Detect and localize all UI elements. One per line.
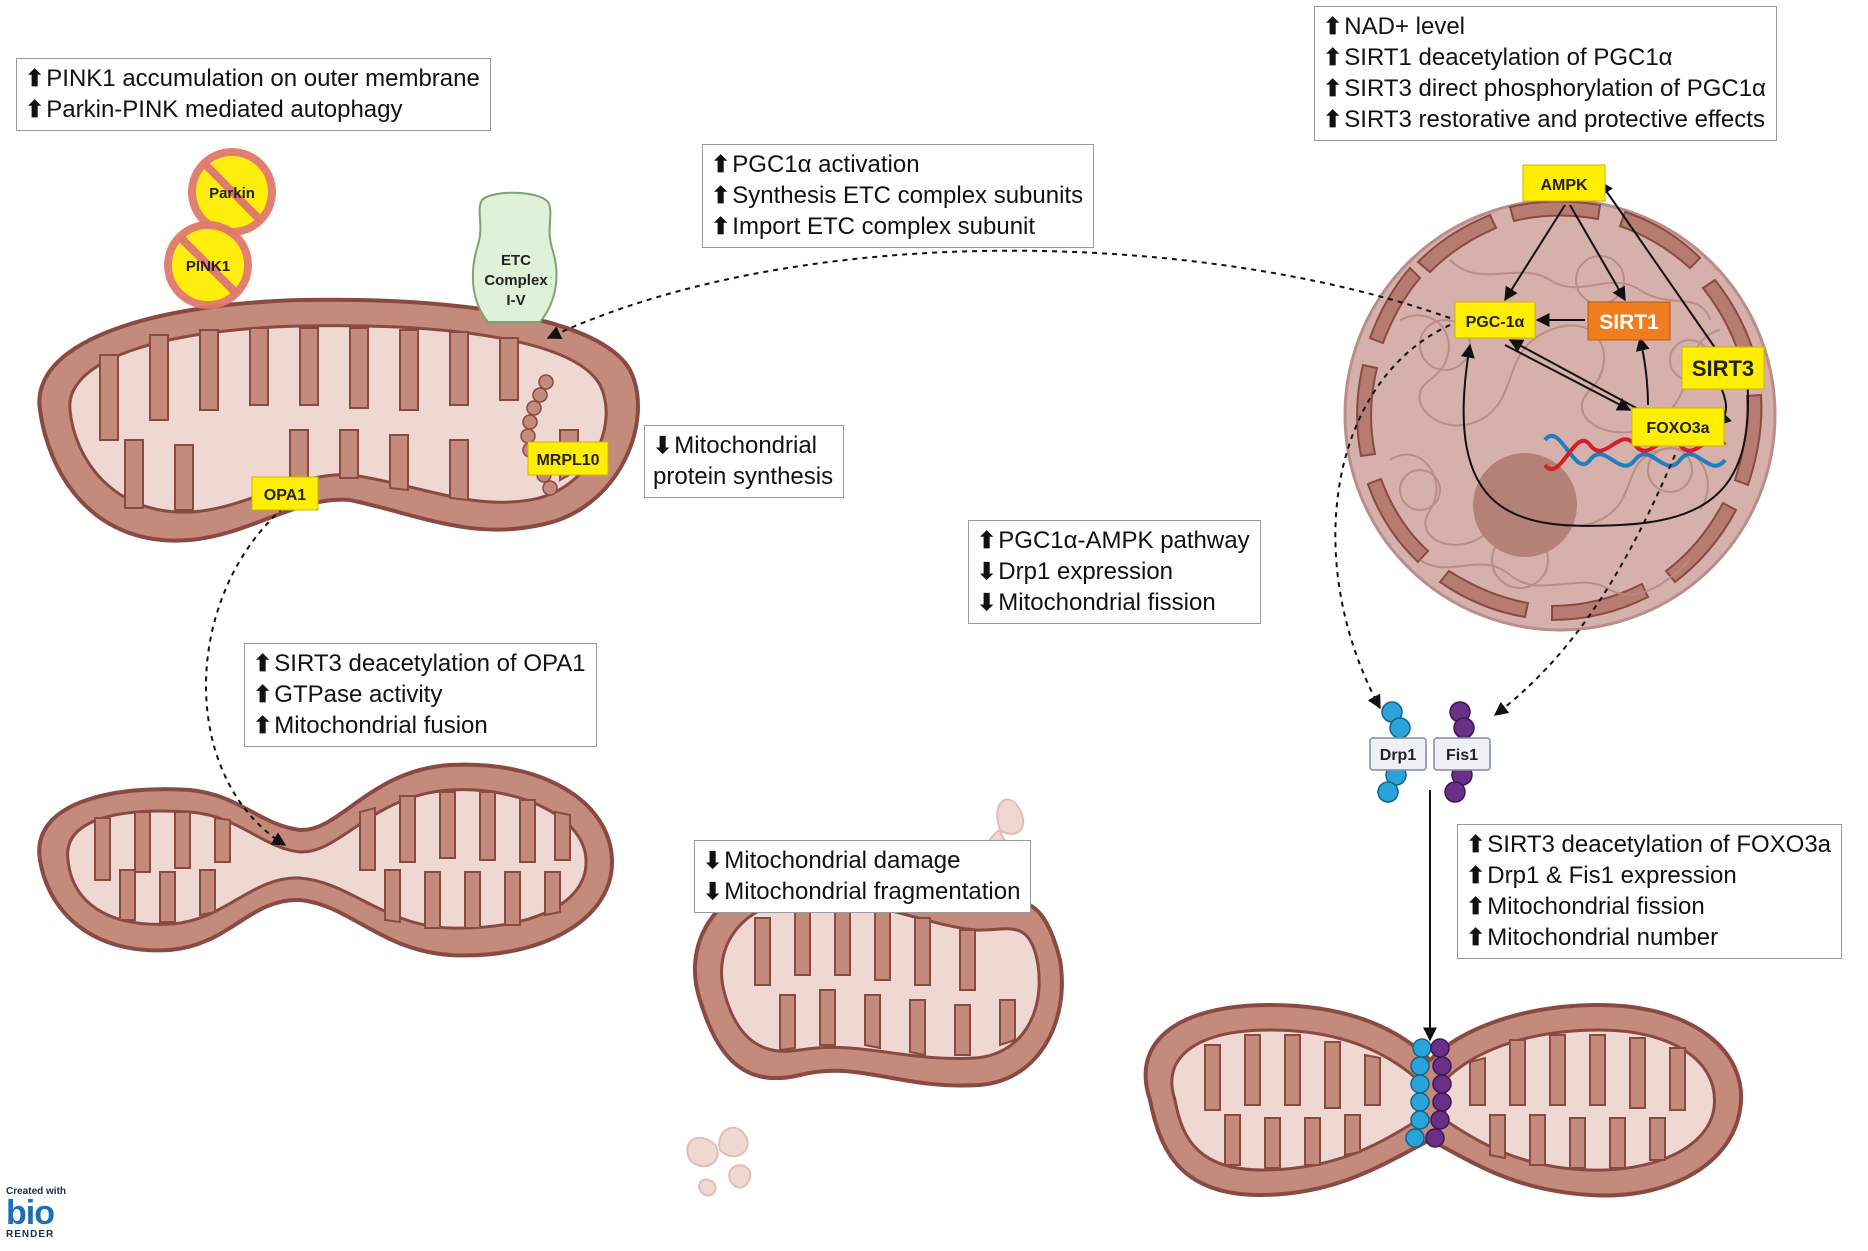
box-line: protein synthesis xyxy=(653,463,834,490)
box-line: Parkin-PINK mediated autophagy xyxy=(46,96,403,123)
drp1-tag: Drp1 xyxy=(1380,747,1417,764)
mrpl10-tag: MRPL10 xyxy=(536,452,599,469)
box-line: Synthesis ETC complex subunits xyxy=(732,182,1084,209)
signaling-arrows xyxy=(1423,180,1750,1042)
box-line: SIRT3 deacetylation of FOXO3a xyxy=(1487,831,1832,858)
ampk-tag: AMPK xyxy=(1540,177,1588,194)
opa1-tag: OPA1 xyxy=(264,487,306,504)
box-mito-damage: ⬇Mitochondrial damage ⬇Mitochondrial fra… xyxy=(694,840,1032,913)
box-opa1-fusion: ⬆SIRT3 deacetylation of OPA1 ⬆GTPase act… xyxy=(244,643,597,747)
box-line: Mitochondrial fragmentation xyxy=(724,878,1021,905)
box-line: NAD+ level xyxy=(1344,13,1465,40)
box-line: SIRT1 deacetylation of PGC1α xyxy=(1344,44,1673,71)
etc-label-line1: ETC xyxy=(501,252,531,269)
dashed-arrows xyxy=(205,249,1676,846)
mitochondrion-fission xyxy=(1143,1002,1744,1198)
box-line: GTPase activity xyxy=(274,681,443,708)
box-line: PINK1 accumulation on outer membrane xyxy=(46,65,480,92)
box-line: PGC1α activation xyxy=(732,151,920,178)
sirt3-tag: SIRT3 xyxy=(1692,356,1754,381)
box-line: SIRT3 direct phosphorylation of PGC1α xyxy=(1344,75,1766,102)
box-line: Drp1 expression xyxy=(998,558,1174,585)
box-pgc1a-activation: ⬆PGC1α activation ⬆Synthesis ETC complex… xyxy=(702,144,1095,248)
parkin-prohibited xyxy=(188,148,276,236)
box-pink1-parkin: ⬆PINK1 accumulation on outer membrane ⬆P… xyxy=(16,58,491,131)
credit-created-with: Created with xyxy=(6,1186,67,1197)
mitochondrion-fused xyxy=(37,762,615,958)
box-line: Mitochondrial xyxy=(674,432,818,459)
mitochondrion-main xyxy=(37,297,640,543)
box-foxo3a-fission: ⬆SIRT3 deacetylation of FOXO3a ⬆Drp1 & F… xyxy=(1457,824,1843,959)
credit-render: RENDER xyxy=(6,1229,55,1240)
box-line: Drp1 & Fis1 expression xyxy=(1487,862,1737,889)
biorender-credit: Created with bio RENDER xyxy=(6,1186,86,1240)
box-line: SIRT3 restorative and protective effects xyxy=(1344,106,1765,133)
etc-label-line2: Complex xyxy=(484,272,548,289)
box-line: Mitochondrial fission xyxy=(1487,893,1705,920)
etc-label-line3: I-V xyxy=(506,292,525,309)
drp1-fis1-ring xyxy=(1405,1038,1452,1148)
box-line: Mitochondrial number xyxy=(1487,924,1719,951)
fis1-tag: Fis1 xyxy=(1446,747,1478,764)
box-line: Mitochondrial fusion xyxy=(274,712,488,739)
box-line: SIRT3 deacetylation of OPA1 xyxy=(274,650,586,677)
box-line: Mitochondrial fission xyxy=(998,589,1216,616)
box-nad-sirt: ⬆NAD+ level ⬆SIRT1 deacetylation of PGC1… xyxy=(1314,6,1777,141)
box-protein-synthesis: ⬇Mitochondrial protein synthesis xyxy=(644,425,845,498)
sirt1-tag: SIRT1 xyxy=(1599,311,1659,334)
etc-complex-shape xyxy=(471,191,558,323)
parkin-label: Parkin xyxy=(209,185,255,202)
pink1-label: PINK1 xyxy=(186,258,230,275)
box-line: PGC1α-AMPK pathway xyxy=(998,527,1250,554)
box-line: Mitochondrial damage xyxy=(724,847,961,874)
box-line: Import ETC complex subunit xyxy=(732,213,1036,240)
pink1-prohibited xyxy=(164,221,252,309)
credit-brand-logo: bio xyxy=(6,1194,55,1232)
box-ampk-pathway: ⬆PGC1α-AMPK pathway ⬇Drp1 expression ⬇Mi… xyxy=(968,520,1261,624)
pgc1a-tag: PGC-1α xyxy=(1466,314,1525,331)
foxo3a-tag: FOXO3a xyxy=(1646,420,1709,437)
